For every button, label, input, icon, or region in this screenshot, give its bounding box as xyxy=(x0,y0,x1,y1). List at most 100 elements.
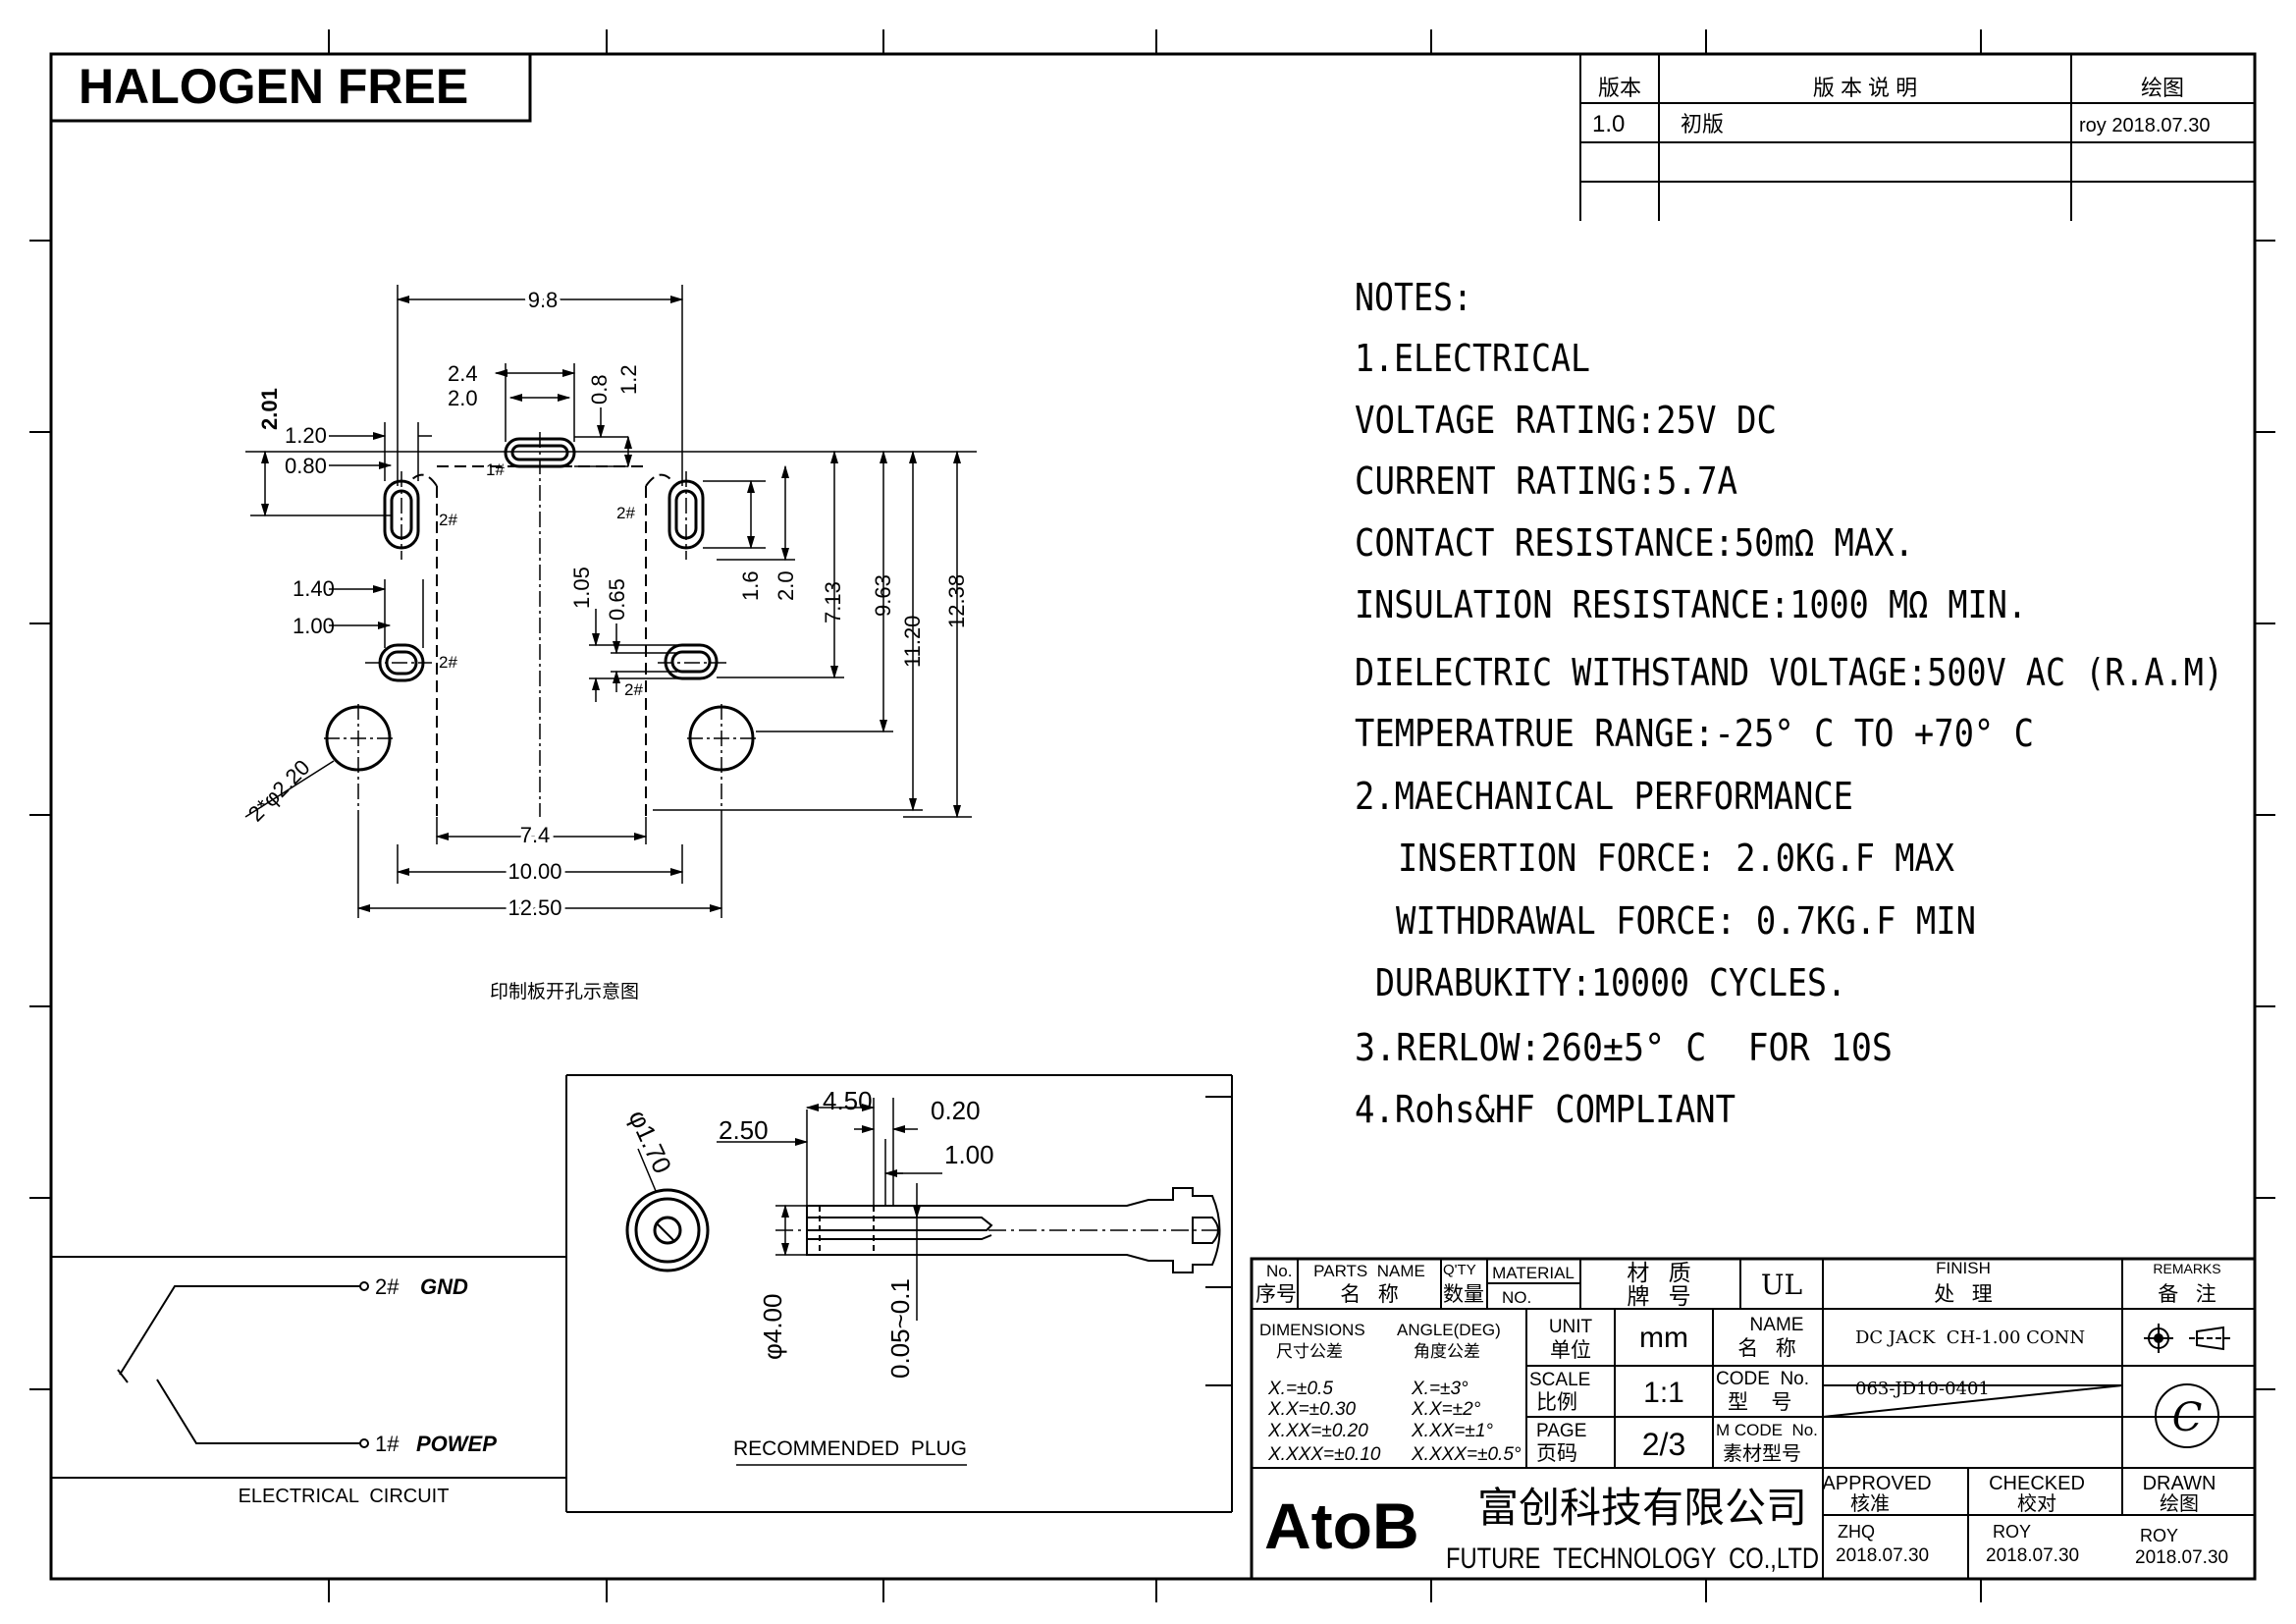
tb-code-val: 063-JD10-0401 xyxy=(1855,1379,1990,1399)
title-block: No. 序号 PARTS NAME 名 称 Q'TY 数量 MATERIAL 材… xyxy=(1250,1257,2257,1581)
dim-0-80: 0.80 xyxy=(285,454,327,478)
plug-side-view xyxy=(775,1187,1222,1273)
note-electrical: 1.ELECTRICAL xyxy=(1355,337,1590,380)
plug-dim-4-50: 4.50 xyxy=(823,1086,873,1115)
plug-caption: RECOMMENDED PLUG xyxy=(733,1437,967,1460)
dim-1-6: 1.6 xyxy=(738,570,763,601)
sheet-frame xyxy=(29,29,2275,1602)
tb-checked: CHECKED xyxy=(1989,1473,2085,1494)
rev-row-desc: 初版 xyxy=(1681,112,1724,136)
dim-2-0b: 2.0 xyxy=(774,570,798,601)
tb-finish-cn: 处 理 xyxy=(1934,1283,1993,1306)
rev-row-drawn: roy 2018.07.30 xyxy=(2079,115,2210,136)
dim-7-4: 7.4 xyxy=(520,823,551,847)
note-voltage: VOLTAGE RATING:25V DC xyxy=(1355,399,1777,442)
tb-tol-2: X.X=±0.30 xyxy=(1267,1399,1357,1420)
plug-dim-2-50: 2.50 xyxy=(719,1115,769,1145)
tb-unit-val: mm xyxy=(1639,1322,1688,1354)
tb-finish: FINISH xyxy=(1936,1259,1991,1277)
company-name-en: FUTURE TECHNOLOGY CO.,LTD xyxy=(1446,1543,1819,1575)
dim-0-8: 0.8 xyxy=(587,374,612,405)
tb-checked-date: 2018.07.30 xyxy=(1986,1545,2079,1566)
rev-header-desc: 版 本 说 明 xyxy=(1813,76,1917,100)
tb-scale-val: 1:1 xyxy=(1643,1377,1684,1409)
tb-brand-cn: 牌 号 xyxy=(1627,1283,1690,1309)
gnd-pin: 2# xyxy=(375,1274,400,1299)
dim-0-65: 0.65 xyxy=(605,578,629,621)
note-mechanical: 2.MAECHANICAL PERFORMANCE xyxy=(1355,775,1853,818)
dim-7-13: 7.13 xyxy=(821,581,845,623)
tb-name: NAME xyxy=(1750,1315,1804,1335)
dim-2-01: 2.01 xyxy=(257,388,282,430)
pow-pin: 1# xyxy=(375,1432,400,1456)
tb-angle: ANGLE(DEG) xyxy=(1397,1321,1501,1339)
pcb-outline xyxy=(409,465,673,817)
note-rohs: 4.Rohs&HF COMPLIANT xyxy=(1355,1088,1735,1131)
dim-1-2: 1.2 xyxy=(616,364,641,395)
tb-approved-cn: 核准 xyxy=(1850,1492,1890,1515)
pin-1: 1# xyxy=(486,460,505,479)
tb-qty-cn: 数量 xyxy=(1443,1283,1484,1306)
tb-mcode-cn: 素材型号 xyxy=(1723,1442,1801,1465)
pin-2-right-top: 2# xyxy=(616,504,635,522)
pow-label: POWEP xyxy=(416,1432,497,1456)
rev-row-version: 1.0 xyxy=(1592,111,1625,137)
tb-remarks: REMARKS xyxy=(2153,1261,2220,1276)
tb-atol-1: X.=±3° xyxy=(1411,1379,1468,1399)
revision-table: 版本 版 本 说 明 绘图 1.0 初版 roy 2018.07.30 xyxy=(1579,54,2255,221)
tb-page: PAGE xyxy=(1536,1421,1586,1441)
tb-scale: SCALE xyxy=(1529,1370,1590,1390)
tb-dimensions-cn: 尺寸公差 xyxy=(1276,1342,1343,1361)
dim-9-63: 9.63 xyxy=(871,574,895,617)
tb-scale-cn: 比例 xyxy=(1536,1391,1577,1414)
tb-approved-date: 2018.07.30 xyxy=(1836,1545,1929,1566)
tb-drawn-date: 2018.07.30 xyxy=(2135,1547,2228,1568)
tb-dimensions: DIMENSIONS xyxy=(1259,1321,1365,1339)
note-withdrawal: WITHDRAWAL FORCE: 0.7KG.F MIN xyxy=(1396,899,1976,943)
tb-tol-1: X.=±0.5 xyxy=(1267,1379,1333,1399)
halogen-free-box: HALOGEN FREE xyxy=(49,52,532,123)
tb-drawn-cn: 绘图 xyxy=(2160,1492,2199,1515)
pcb-dimension-labels: 9.8 2.4 2.0 0.8 1.2 2.01 1.20 0.80 1.40 … xyxy=(243,284,969,924)
tb-angle-cn: 角度公差 xyxy=(1414,1342,1480,1361)
circle-c-text: C xyxy=(2172,1395,2203,1440)
plug-dim-0-05: 0.05~0.1 xyxy=(885,1278,915,1379)
dim-1-00: 1.00 xyxy=(293,614,335,638)
tb-ul: UL xyxy=(1761,1269,1802,1301)
dim-2-0: 2.0 xyxy=(448,386,478,410)
halogen-free-label: HALOGEN FREE xyxy=(79,59,468,114)
projection-symbol-icon xyxy=(2144,1324,2233,1353)
note-insulation: INSULATION RESISTANCE:1000 MΩ MIN. xyxy=(1355,583,2027,626)
dim-12-50: 12.50 xyxy=(507,895,561,920)
tb-page-val: 2/3 xyxy=(1642,1427,1685,1462)
tb-material: MATERIAL xyxy=(1492,1264,1575,1282)
note-durability: DURABUKITY:10000 CYCLES. xyxy=(1375,961,1846,1004)
dim-1-40: 1.40 xyxy=(293,576,335,601)
tb-mcode: M CODE No. xyxy=(1716,1421,1818,1439)
tb-code: CODE No. xyxy=(1716,1369,1809,1389)
tb-approved: APPROVED xyxy=(1822,1473,1931,1494)
tb-approved-by: ZHQ xyxy=(1838,1522,1875,1542)
tb-checked-cn: 校对 xyxy=(2017,1492,2056,1515)
tb-parts-name-cn: 名 称 xyxy=(1340,1283,1399,1306)
circuit-caption: ELECTRICAL CIRCUIT xyxy=(239,1486,450,1507)
pcb-pin-labels: 1# 2# 2# 2# 2# xyxy=(439,460,643,699)
tb-atol-4: X.XXX=±0.5° xyxy=(1411,1444,1522,1465)
plug-end-view xyxy=(625,1148,710,1272)
tb-atol-2: X.X=±2° xyxy=(1411,1399,1481,1420)
tb-qty: Q'TY xyxy=(1443,1262,1476,1278)
plug-dim-0-20: 0.20 xyxy=(931,1096,981,1125)
plug-dim-1-70: φ1.70 xyxy=(623,1106,678,1178)
tb-unit-cn: 单位 xyxy=(1550,1339,1591,1362)
tb-unit: UNIT xyxy=(1549,1317,1593,1337)
circle-c-mark: C xyxy=(2155,1383,2219,1448)
tb-name-cn: 名 称 xyxy=(1737,1337,1796,1360)
note-temperature: TEMPERATRUE RANGE:-25° C TO +70° C xyxy=(1355,712,2034,755)
recommended-plug: φ1.70 2.50 4.50 0.20 1.00 φ4.00 0.05~0.1… xyxy=(565,1074,1233,1513)
notes-block: NOTES: 1.ELECTRICAL VOLTAGE RATING:25V D… xyxy=(1355,276,2223,1131)
pcb-caption: 印制板开孔示意图 xyxy=(490,981,639,1002)
note-contact: CONTACT RESISTANCE:50mΩ MAX. xyxy=(1355,521,1914,565)
tb-remarks-cn: 备 注 xyxy=(2158,1283,2216,1306)
pcb-dimension-lines xyxy=(244,285,977,918)
